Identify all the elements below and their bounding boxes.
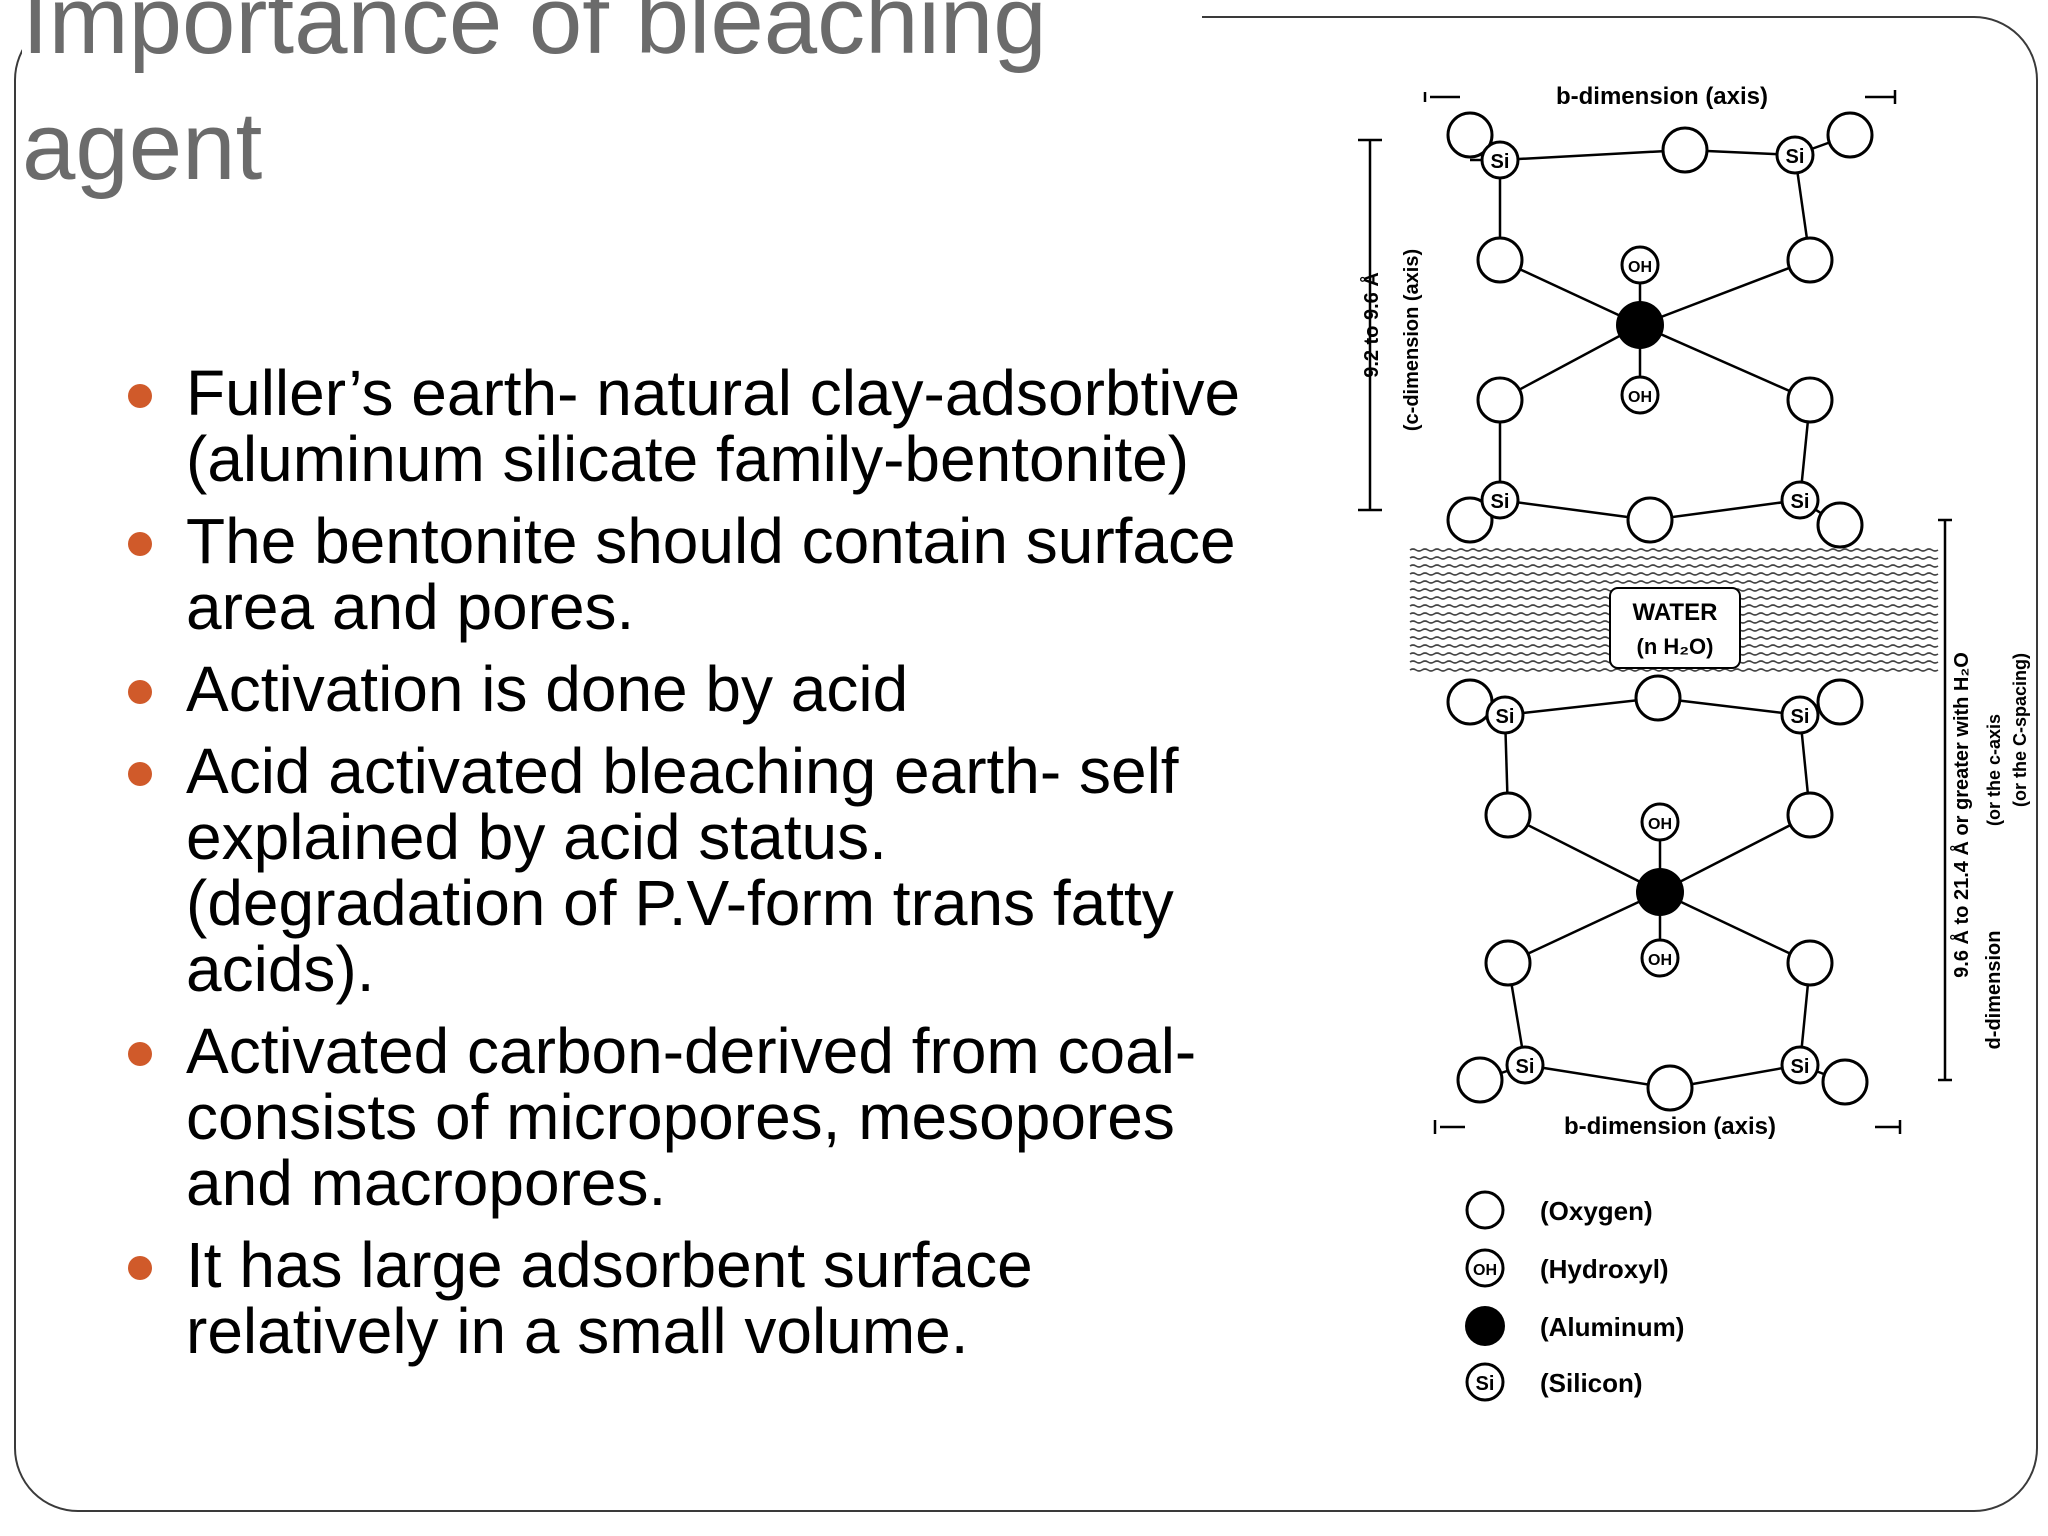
oxygen-legend-icon [1465,1190,1505,1230]
silicon-label: Si [1516,1056,1535,1078]
legend-aluminum-label: (Aluminum) [1540,1312,1684,1342]
hydroxyl-label: OH [1628,259,1652,276]
water-wave-line [1409,564,1939,568]
bullet-text: Acid activated bleaching earth- self exp… [186,735,1179,1005]
bullet-item: It has large adsorbent surface relativel… [128,1232,1258,1364]
silicon-atom: Si [1780,480,1820,520]
bentonite-structure-diagram: WATER (n H₂O) Si Si Si Si [1358,83,2030,1402]
water-formula: (n H₂O) [1637,634,1714,659]
c-axis-note-1: (or the c-axis [1984,714,2004,826]
bullet-item: Fuller’s earth- natural clay-adsorbtive … [128,360,1258,492]
oxygen-atom [1626,496,1674,544]
oxygen-atom [1476,236,1524,284]
silicon-label: Si [1496,706,1515,728]
silicon-label: Si [1786,146,1805,168]
silicon-atom: Si [1480,480,1520,520]
hydroxyl-legend-icon [1465,1248,1505,1288]
c-range-label: 9.2 to 9.6 Å [1359,272,1383,378]
oxygen-atom [1456,1056,1504,1104]
hydroxyl-label: OH [1648,952,1672,969]
bullet-dot-icon [128,680,152,704]
hydroxyl-label: OH [1628,389,1652,406]
oxygen-atom [1446,678,1494,726]
d-range-label: 9.6 Å to 21.4 Å or greater with H₂O [1949,652,1973,978]
bullet-dot-icon [128,1042,152,1066]
hydroxyl-group: OH [1620,245,1660,285]
legend-hydroxyl-label: (Hydroxyl) [1540,1254,1669,1284]
bullet-dot-icon [128,1256,152,1280]
oxygen-atom [1446,111,1494,159]
bullet-item: The bentonite should contain surface are… [128,508,1258,640]
oxygen-atom [1816,678,1864,726]
bullet-dot-icon [128,384,152,408]
oxygen-atom [1634,674,1682,722]
diagram-legend: (Oxygen) OH (Hydroxyl) (Aluminum) Si (Si… [1465,1190,1684,1402]
legend-silicon-label: (Silicon) [1540,1368,1643,1398]
hydroxyl-group: OH [1640,802,1680,842]
oxygen-atom [1661,126,1709,174]
bullet-text: It has large adsorbent surface relativel… [186,1229,1033,1367]
c-axis-note-2: (or the C-spacing) [2010,653,2030,807]
hydroxyl-label: OH [1648,816,1672,833]
b-dimension-top-label: b-dimension (axis) [1556,83,1768,110]
silicon-atom: Si [1505,1045,1545,1085]
water-wave-line [1409,548,1939,552]
oxygen-atom [1821,1058,1869,1106]
oxygen-atom [1484,791,1532,839]
oxygen-atom [1476,376,1524,424]
silicon-label: Si [1791,1056,1810,1078]
silicon-legend-icon [1465,1362,1505,1402]
bullet-item: Acid activated bleaching earth- self exp… [128,738,1258,1002]
silicon-label: Si [1491,151,1510,173]
oxygen-atom [1786,939,1834,987]
silicon-label: Si [1491,491,1510,513]
oxygen-atom [1446,496,1494,544]
oxygen-atom [1646,1064,1694,1112]
silicon-atom: Si [1480,140,1520,180]
bullet-text: Activated carbon-derived from coal- cons… [186,1015,1197,1219]
bullet-text: The bentonite should contain surface are… [186,505,1236,643]
hydroxyl-group: OH [1640,938,1680,978]
bullet-text: Activation is done by acid [186,653,909,725]
silicon-atom: Si [1780,1045,1820,1085]
aluminum-legend-icon [1465,1306,1505,1346]
silicon-label: Si [1791,706,1810,728]
bullet-dot-icon [128,532,152,556]
aluminum-atom [1636,868,1684,916]
water-wave-line [1409,580,1939,584]
water-label: WATER [1633,599,1718,626]
b-dimension-bottom-label: b-dimension (axis) [1564,1113,1776,1140]
silicon-atom: Si [1780,695,1820,735]
water-wave-line [1409,572,1939,576]
bullet-dot-icon [128,762,152,786]
oxygen-atom [1484,939,1532,987]
oxygen-atom [1786,236,1834,284]
hydroxyl-group: OH [1620,375,1660,415]
oxygen-atom [1826,111,1874,159]
water-wave-line [1409,668,1939,672]
bullet-item: Activation is done by acid [128,656,1258,722]
aluminum-atom [1616,301,1664,349]
bullet-item: Activated carbon-derived from coal- cons… [128,1018,1258,1216]
slide-title: Importance of bleaching agent [22,0,1202,210]
bullet-text: Fuller’s earth- natural clay-adsorbtive … [186,357,1241,495]
c-dimension-label: (c-dimension (axis) [1401,249,1423,431]
legend-hydroxyl-symbol: OH [1473,1262,1497,1279]
oxygen-atom [1786,791,1834,839]
silicon-atom: Si [1485,695,1525,735]
d-dimension-label: d-dimension [1983,931,2005,1050]
oxygen-atom [1816,501,1864,549]
silicon-label: Si [1791,491,1810,513]
oxygen-atom [1786,376,1834,424]
bullet-list: Fuller’s earth- natural clay-adsorbtive … [128,360,1258,1380]
silicon-atom: Si [1775,135,1815,175]
legend-silicon-symbol: Si [1476,1373,1495,1395]
water-wave-line [1409,556,1939,560]
legend-oxygen-label: (Oxygen) [1540,1196,1653,1226]
